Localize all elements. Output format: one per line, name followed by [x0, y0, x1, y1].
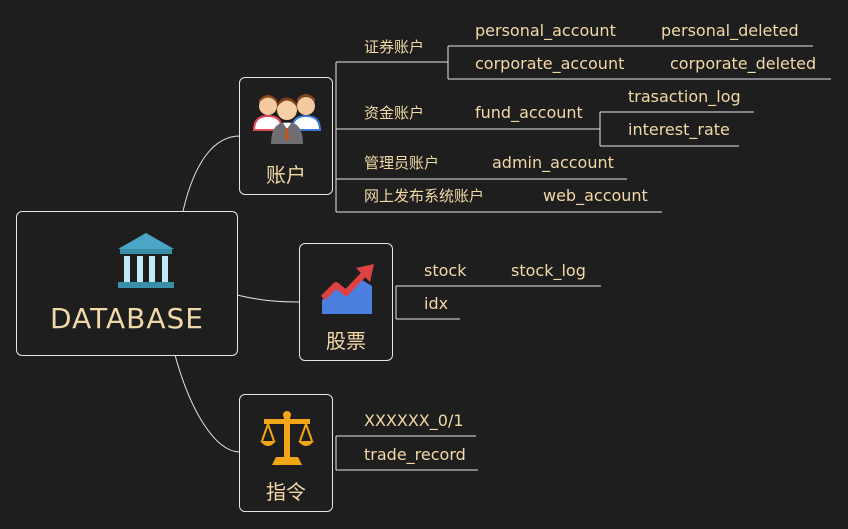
table-interest-rate[interactable]: interest_rate	[628, 120, 730, 139]
table-corporate-deleted[interactable]: corporate_deleted	[670, 54, 817, 73]
table-idx[interactable]: idx	[424, 294, 449, 313]
table-web-account[interactable]: web_account	[543, 186, 648, 205]
root-label: DATABASE	[50, 302, 204, 335]
table-fund-account[interactable]: fund_account	[475, 103, 583, 122]
connector-root-stocks	[236, 294, 301, 303]
table-stock-log[interactable]: stock_log	[511, 261, 586, 280]
table-personal-account[interactable]: personal_account	[475, 21, 616, 40]
table-corporate-account[interactable]: corporate_account	[475, 54, 625, 73]
table-personal-deleted[interactable]: personal_deleted	[661, 21, 799, 40]
group-web-label: 网上发布系统账户	[364, 187, 485, 205]
stocks-node[interactable]: 股票	[299, 243, 393, 361]
table-stock[interactable]: stock	[424, 261, 467, 280]
table-transaction-log[interactable]: trasaction_log	[628, 87, 741, 106]
accounts-node[interactable]: 账户	[239, 77, 333, 195]
balance-scale-icon	[258, 409, 316, 471]
orders-label: 指令	[266, 480, 306, 504]
accounts-label: 账户	[266, 163, 306, 187]
trend-chart-icon	[320, 262, 376, 322]
bank-building-icon	[116, 230, 176, 298]
users-group-icon	[252, 88, 322, 152]
table-admin-account[interactable]: admin_account	[492, 153, 614, 172]
group-admin-label: 管理员账户	[364, 154, 440, 172]
connector-root-orders	[174, 354, 241, 453]
table-trade-record[interactable]: trade_record	[364, 445, 466, 464]
group-securities-label: 证券账户	[364, 38, 425, 56]
connector-root-accounts	[182, 135, 241, 212]
table-xxxxxx[interactable]: XXXXXX_0/1	[364, 411, 464, 430]
group-funds-label: 资金账户	[364, 104, 425, 122]
stocks-label: 股票	[326, 329, 366, 353]
orders-node[interactable]: 指令	[239, 394, 333, 512]
root-node[interactable]: DATABASE	[16, 211, 238, 356]
